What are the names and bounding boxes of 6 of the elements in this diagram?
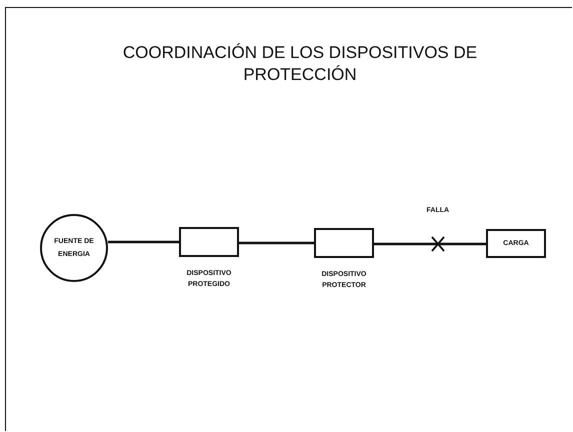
title: COORDINACIÓN DE LOS DISPOSITIVOS DE PROTECCIÓN xyxy=(122,42,478,86)
device-box xyxy=(179,227,239,257)
device-box xyxy=(314,228,374,258)
connector-line xyxy=(374,242,486,246)
connector-line xyxy=(239,242,314,244)
connector-line xyxy=(108,240,179,244)
